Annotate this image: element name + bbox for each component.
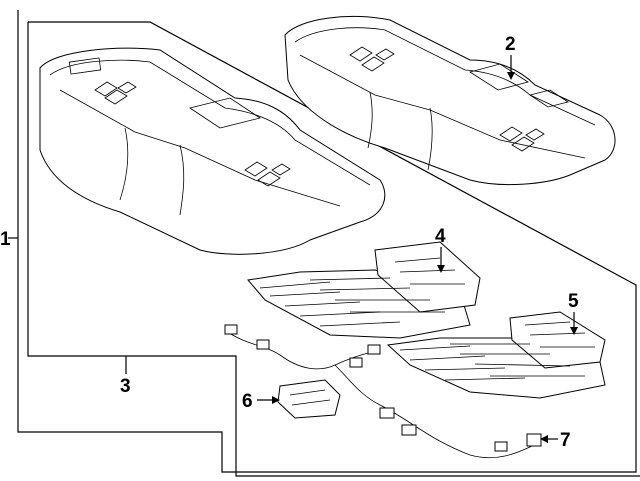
callout-4: 4 [435,226,446,247]
heater-element-right [386,311,606,399]
callout-1: 1 [0,229,11,250]
callout-3: 3 [120,376,131,397]
connector-e [379,407,395,419]
seat-cushion-left [39,47,386,255]
heater-element-left [247,241,481,339]
assembly-frame [17,10,637,473]
callout-2-arrow [507,72,515,80]
callout-7-arrow [540,435,548,443]
connector-d [367,344,381,355]
callout-4-arrow [437,265,445,273]
connector-h [526,433,542,447]
connector-g [494,441,508,452]
callout-2: 2 [505,34,516,55]
connector-c [349,357,363,368]
seat-cushion-right [284,16,616,186]
control-module [277,379,341,419]
callout-6-arrow [272,396,280,404]
connector-a [224,324,238,335]
connector-f [401,424,417,436]
wiring-harness [224,324,542,459]
callout-5: 5 [568,291,579,312]
callout-7: 7 [560,430,571,451]
callout-5-arrow [570,327,578,335]
callout-6: 6 [242,391,253,412]
subassembly-frame [27,22,640,477]
connector-b [256,339,270,350]
